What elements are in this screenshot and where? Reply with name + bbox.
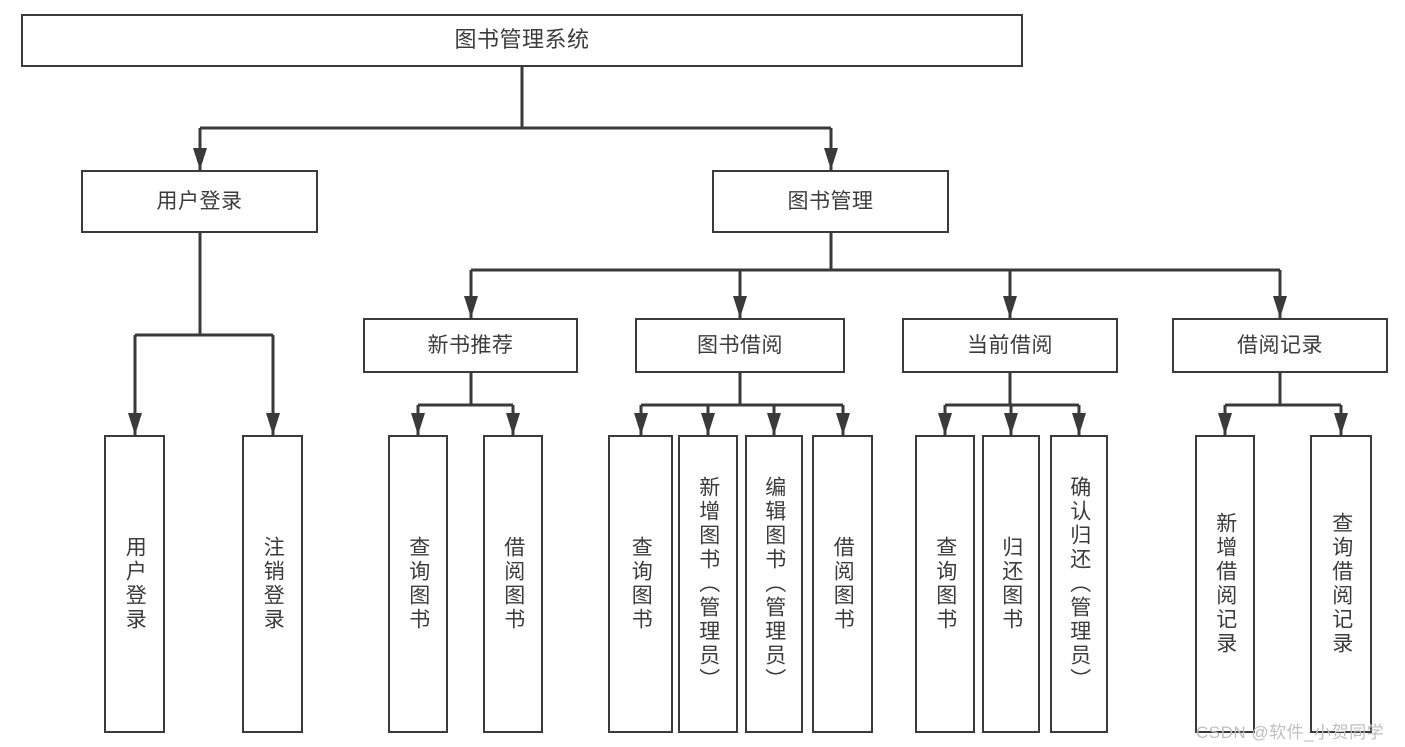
arrowhead-leaf_12 [1334,413,1348,435]
node-l2_2: 当前借阅 [902,318,1118,373]
node-leaf_7: 借阅图书 [812,435,873,733]
node-label: 查询图书 [933,536,957,632]
node-label: 编辑图书（管理员） [762,476,786,692]
arrowhead-leaf_4 [634,413,648,435]
arrowhead-leaf_9 [1004,413,1018,435]
node-l2_3: 借阅记录 [1172,318,1388,373]
node-l1_1: 图书管理 [712,170,949,233]
node-label: 新增图书（管理员） [696,476,720,692]
node-l2_1: 图书借阅 [635,318,845,373]
node-leaf_8: 查询图书 [915,435,975,733]
node-label: 图书借阅 [697,333,783,357]
node-leaf_12: 查询借阅记录 [1310,435,1372,733]
arrowhead-l2_2 [1003,296,1017,318]
node-leaf_5: 新增图书（管理员） [678,435,738,733]
arrowhead-leaf_7 [836,413,850,435]
node-label: 借阅图书 [501,536,525,632]
arrowhead-l1_1 [824,148,838,170]
node-label: 查询借阅记录 [1329,512,1353,656]
node-label: 用户登录 [123,536,147,632]
node-leaf_4: 查询图书 [608,435,673,733]
arrowhead-leaf_2 [411,413,425,435]
node-leaf_9: 归还图书 [982,435,1040,733]
arrowhead-leaf_6 [767,413,781,435]
node-leaf_1: 注销登录 [242,435,303,733]
node-label: 归还图书 [999,536,1023,632]
arrowhead-leaf_0 [128,413,142,435]
node-label: 新书推荐 [427,333,514,357]
node-label: 确认归还（管理员） [1067,476,1091,692]
node-l2_0: 新书推荐 [363,318,578,373]
node-label: 当前借阅 [967,333,1053,357]
node-l1_0: 用户登录 [81,170,318,233]
node-label: 图书管理系统 [454,27,590,53]
arrowhead-leaf_8 [938,413,952,435]
node-label: 借阅记录 [1237,333,1323,357]
arrowhead-l1_0 [193,148,207,170]
node-label: 图书管理 [787,189,874,213]
node-label: 新增借阅记录 [1213,512,1237,656]
arrowhead-leaf_10 [1072,413,1086,435]
arrowhead-l2_0 [464,296,478,318]
node-label: 借阅图书 [831,536,855,632]
node-root: 图书管理系统 [21,14,1023,67]
arrowhead-leaf_1 [266,413,280,435]
node-leaf_11: 新增借阅记录 [1195,435,1255,733]
node-label: 查询图书 [406,536,430,632]
arrowhead-l2_3 [1273,296,1287,318]
node-label: 注销登录 [261,536,285,632]
node-leaf_2: 查询图书 [388,435,448,733]
node-leaf_3: 借阅图书 [483,435,543,733]
node-label: 用户登录 [156,189,243,213]
node-leaf_0: 用户登录 [104,435,165,733]
node-leaf_10: 确认归还（管理员） [1050,435,1108,733]
arrowhead-l2_1 [733,296,747,318]
arrowhead-leaf_5 [701,413,715,435]
node-leaf_6: 编辑图书（管理员） [745,435,803,733]
node-label: 查询图书 [629,536,653,632]
arrowhead-leaf_11 [1218,413,1232,435]
arrowhead-leaf_3 [506,413,520,435]
